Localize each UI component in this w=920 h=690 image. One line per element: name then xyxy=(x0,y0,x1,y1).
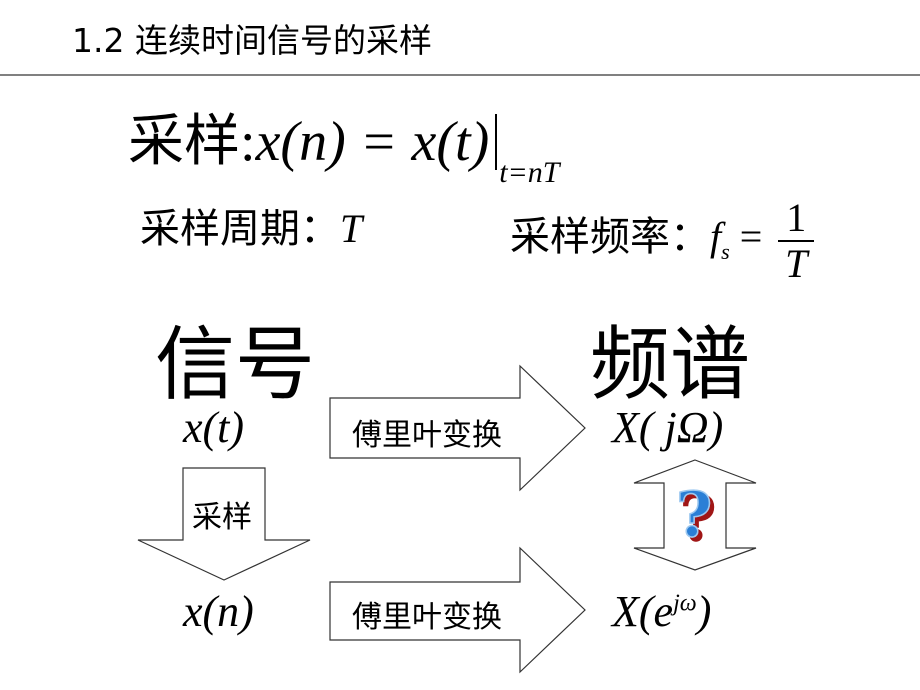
sampling-period: 采样周期：T xyxy=(140,196,362,254)
spectrum-heading: 频谱 xyxy=(590,322,750,410)
fourier-arrow-bottom xyxy=(329,546,586,674)
numerator: 1 xyxy=(786,195,807,240)
equals-sign: = xyxy=(739,214,763,260)
fraction-bar xyxy=(778,240,815,242)
sampling-label: 采样 xyxy=(192,500,252,535)
formula-label: 采样: xyxy=(128,111,256,173)
Xejw-exponent: jω xyxy=(673,590,697,617)
Xejw-base: X(e xyxy=(612,587,674,636)
question-mark-icon: ? xyxy=(676,478,712,551)
formula-lhs: x(n) = x(t) xyxy=(255,111,490,173)
fourier-label-bottom: 傅里叶变换 xyxy=(352,600,502,635)
sampling-arrow xyxy=(137,467,311,581)
sampling-formula: 采样:x(n) = x(t) t=nT xyxy=(128,96,559,190)
denominator: T xyxy=(785,241,808,286)
signal-xt: x(t) xyxy=(183,403,245,452)
signal-heading: 信号 xyxy=(155,322,315,410)
formula-subscript: t=nT xyxy=(499,156,560,189)
evaluation-bar xyxy=(495,114,498,170)
fourier-label-top: 傅里叶变换 xyxy=(352,418,502,453)
signal-xn: x(n) xyxy=(183,587,254,636)
Xejw-close: ) xyxy=(696,587,712,636)
fourier-arrow-top xyxy=(329,364,586,492)
sampling-frequency-label: 采样频率： xyxy=(510,214,710,260)
spectrum-Xejw: X(ejω) xyxy=(612,586,711,637)
sampling-period-value: T xyxy=(340,206,363,251)
double-arrow xyxy=(633,459,757,571)
slide-title: 1.2 连续时间信号的采样 xyxy=(72,21,432,60)
sampling-period-label: 采样周期： xyxy=(140,206,340,251)
title-divider xyxy=(0,74,920,76)
spectrum-Xjw: X( jΩ) xyxy=(612,403,724,452)
freq-subscript: s xyxy=(721,239,730,265)
freq-symbol: f xyxy=(710,214,722,260)
